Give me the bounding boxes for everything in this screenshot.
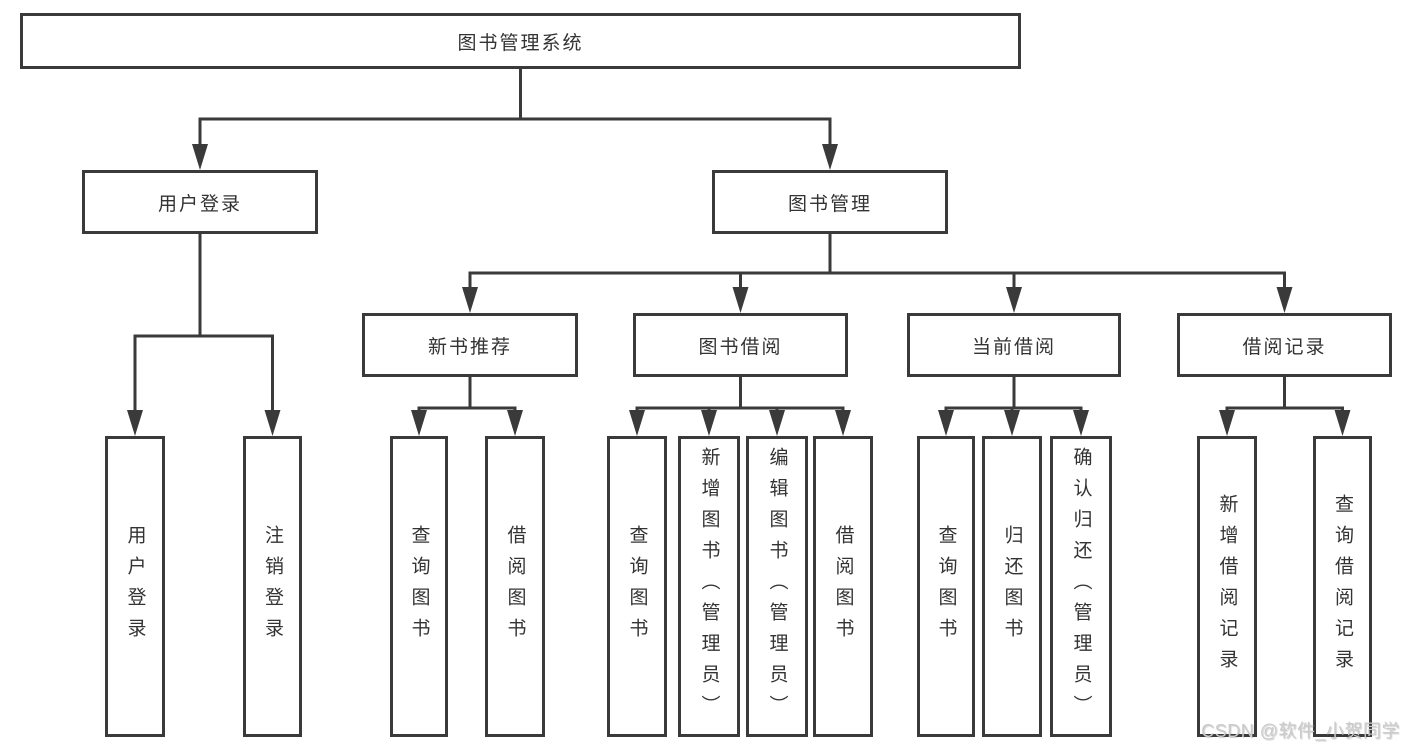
node-query-books-current: 查询图书 — [917, 436, 975, 737]
arrowhead-icon — [1219, 410, 1235, 436]
arrowhead-icon — [192, 144, 208, 170]
node-borrow-books-action: 借阅图书 — [813, 436, 873, 737]
node-return-books: 归还图书 — [982, 436, 1042, 737]
node-label-add-borrow-record: 新增借阅记录 — [1216, 493, 1238, 680]
node-label-new-book-recommend: 新书推荐 — [427, 336, 512, 358]
watermark: CSDN @软件_小贺同学 — [1201, 721, 1400, 741]
node-label-query-borrow-record: 查询借阅记录 — [1332, 493, 1353, 680]
node-borrow-books-recommend: 借阅图书 — [485, 436, 545, 737]
arrowhead-icon — [462, 287, 478, 313]
node-query-books-recommend: 查询图书 — [390, 436, 448, 737]
node-label-library-system: 图书管理系统 — [457, 32, 584, 54]
node-add-borrow-record: 新增借阅记录 — [1197, 436, 1257, 737]
node-label-query-books-borrowing: 查询图书 — [626, 524, 648, 649]
node-user-login-action: 用户登录 — [105, 436, 165, 737]
arrowhead-icon — [1334, 410, 1351, 436]
node-library-system: 图书管理系统 — [20, 13, 1021, 69]
node-label-borrow-books-recommend: 借阅图书 — [504, 524, 526, 649]
node-edit-books-admin: 编辑图书（管理员） — [746, 436, 808, 737]
arrowhead-icon — [1073, 410, 1089, 436]
node-label-confirm-return-admin: 确认归还（管理员） — [1070, 447, 1092, 726]
node-query-borrow-record: 查询借阅记录 — [1313, 436, 1372, 737]
arrowhead-icon — [264, 410, 281, 436]
arrowhead-icon — [629, 410, 645, 436]
arrowhead-icon — [1006, 287, 1022, 313]
node-logout-action: 注销登录 — [243, 436, 302, 737]
arrowhead-icon — [1004, 410, 1020, 436]
node-label-book-management: 图书管理 — [787, 193, 872, 215]
arrowhead-icon — [938, 410, 954, 436]
node-label-book-borrowing: 图书借阅 — [698, 336, 783, 358]
node-label-user-login: 用户登录 — [157, 193, 242, 215]
node-new-book-recommend: 新书推荐 — [362, 313, 578, 377]
arrowhead-icon — [769, 410, 785, 436]
arrowhead-icon — [701, 410, 717, 436]
node-label-return-books: 归还图书 — [1001, 524, 1023, 649]
node-label-edit-books-admin: 编辑图书（管理员） — [766, 447, 788, 726]
node-label-query-books-current: 查询图书 — [935, 524, 957, 649]
node-borrowing-records: 借阅记录 — [1177, 313, 1392, 377]
arrowhead-icon — [507, 410, 523, 436]
arrowhead-icon — [835, 410, 851, 436]
arrowhead-icon — [732, 287, 749, 313]
node-label-logout-action: 注销登录 — [262, 524, 283, 649]
node-user-login: 用户登录 — [82, 170, 318, 234]
node-label-borrow-books-action: 借阅图书 — [832, 524, 854, 649]
node-label-user-login-action: 用户登录 — [124, 524, 146, 649]
arrowhead-icon — [822, 144, 838, 170]
node-label-add-books-admin: 新增图书（管理员） — [698, 447, 720, 726]
node-label-query-books-recommend: 查询图书 — [408, 524, 430, 649]
arrowhead-icon — [127, 410, 143, 436]
arrowhead-icon — [411, 410, 427, 436]
node-book-management: 图书管理 — [712, 170, 948, 234]
node-book-borrowing: 图书借阅 — [633, 313, 848, 377]
node-query-books-borrowing: 查询图书 — [607, 436, 667, 737]
node-label-borrowing-records: 借阅记录 — [1242, 336, 1327, 358]
node-label-current-borrowing: 当前借阅 — [971, 336, 1056, 358]
node-add-books-admin: 新增图书（管理员） — [678, 436, 740, 737]
arrowhead-icon — [1276, 287, 1293, 313]
node-confirm-return-admin: 确认归还（管理员） — [1050, 436, 1112, 737]
node-current-borrowing: 当前借阅 — [907, 313, 1121, 377]
